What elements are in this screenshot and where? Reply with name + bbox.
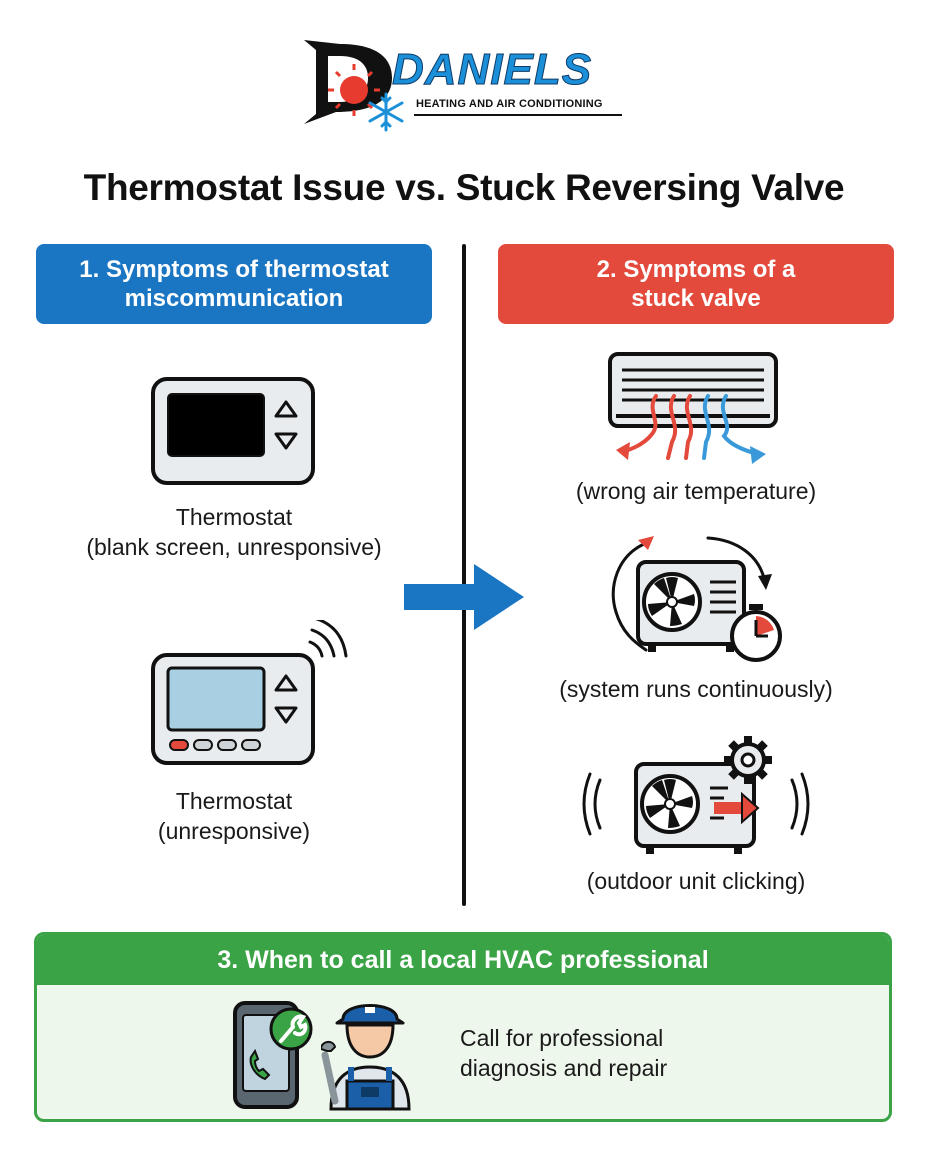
brand-tagline: HEATING AND AIR CONDITIONING [416, 98, 603, 110]
brand-name: DANIELS [391, 45, 593, 94]
professional-text-line2: diagnosis and repair [460, 1055, 668, 1081]
outdoor-unit-timer-icon [608, 532, 788, 668]
thermostat-unresponsive-caption-line2: (unresponsive) [157, 818, 311, 844]
thermostat-blank-caption-line1: Thermostat [175, 504, 293, 530]
arrow-right-icon [404, 564, 526, 630]
professional-section: 3. When to call a local HVAC professiona… [34, 932, 892, 1122]
thermostat-blank-icon [150, 376, 316, 486]
valve-section-header: 2. Symptoms of a stuck valve [498, 244, 894, 324]
snowflake-icon [368, 92, 404, 132]
wrong-air-temp-caption: (wrong air temperature) [575, 478, 817, 504]
professional-text: Call for professional diagnosis and repa… [460, 1023, 667, 1083]
thermostat-blank-caption: Thermostat (blank screen, unresponsive) [48, 502, 420, 562]
technician-icon [321, 993, 431, 1113]
professional-text-line1: Call for professional [460, 1025, 664, 1051]
company-logo: DANIELS HEATING AND AIR CONDITIONING [296, 32, 636, 132]
outdoor-unit-clicking-icon [578, 734, 814, 858]
thermostat-heading-line2: miscommunication [124, 285, 344, 312]
center-divider [462, 244, 466, 906]
thermostat-wifi-icon [150, 620, 350, 768]
valve-heading-line1: 2. Symptoms of a [596, 256, 796, 283]
air-conditioner-icon [606, 350, 780, 470]
thermostat-heading-line1: 1. Symptoms of thermostat [79, 256, 389, 283]
system-runs-caption: (system runs continuously) [559, 676, 833, 702]
thermostat-section-header: 1. Symptoms of thermostat miscommunicati… [36, 244, 432, 324]
professional-section-header: 3. When to call a local HVAC professiona… [37, 935, 889, 985]
smartphone-wrench-icon [231, 999, 317, 1111]
brand-underline [414, 114, 622, 116]
outdoor-unit-clicking-caption: (outdoor unit clicking) [586, 868, 806, 894]
sun-icon [328, 64, 380, 116]
thermostat-blank-caption-line2: (blank screen, unresponsive) [86, 534, 382, 560]
valve-heading-line2: stuck valve [631, 285, 761, 312]
page-title: Thermostat Issue vs. Stuck Reversing Val… [83, 167, 845, 208]
thermostat-unresponsive-caption-line1: Thermostat [175, 788, 293, 814]
thermostat-unresponsive-caption: Thermostat (unresponsive) [48, 786, 420, 846]
logo-d-mark [304, 40, 404, 132]
